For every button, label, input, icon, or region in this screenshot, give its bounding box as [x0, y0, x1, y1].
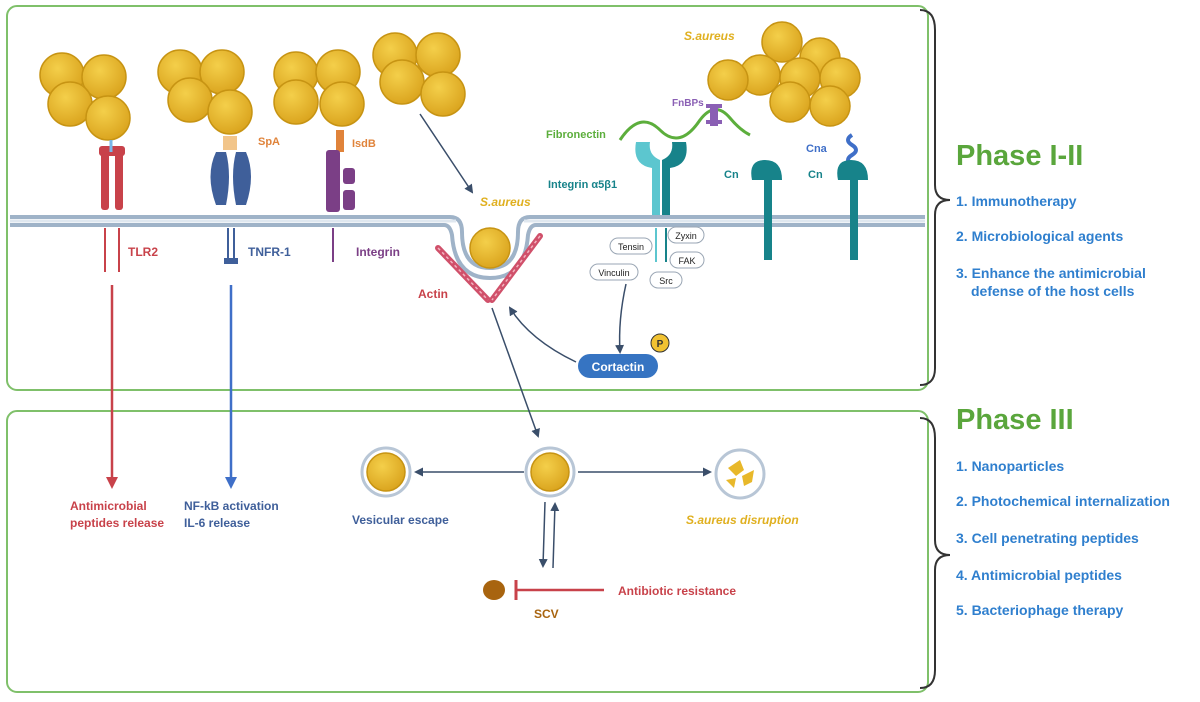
- label-saureus-mid: S.aureus: [480, 195, 531, 209]
- phase-3-title: Phase III: [956, 404, 1074, 436]
- label-amp-line2: peptides release: [70, 516, 164, 530]
- cn-receptor-left: [751, 160, 782, 260]
- label-disruption: S.aureus disruption: [686, 513, 799, 527]
- label-vinculin: Vinculin: [598, 268, 629, 278]
- label-fibronectin: Fibronectin: [546, 129, 606, 141]
- label-integrin-a5b1: Integrin α5β1: [548, 179, 617, 191]
- label-tnfr1: TNFR-1: [248, 245, 291, 259]
- phase-1-2-item-2: 2. Microbiological agents: [956, 228, 1124, 244]
- arrow-to-saureus: [419, 113, 474, 194]
- label-nfkb-line2: IL-6 release: [184, 516, 250, 530]
- phase-3-item-2: 2. Photochemical internalization: [956, 493, 1170, 509]
- label-tlr2: TLR2: [128, 245, 158, 259]
- label-actin: Actin: [418, 287, 448, 301]
- scv-bacterium: [483, 580, 505, 600]
- phase-1-2-item-1: 1. Immunotherapy: [956, 193, 1077, 209]
- fibronectin: [618, 108, 751, 141]
- arrow-actin-to-vacuole: [491, 307, 540, 438]
- fnbps: [706, 104, 722, 126]
- integrin-receptor: [326, 130, 355, 262]
- arrow-scv-bidirectional: [538, 501, 560, 569]
- phase-3-item-4: 4. Antimicrobial peptides: [956, 567, 1122, 583]
- panel-phase-1-2: [6, 5, 929, 391]
- label-cna: Cna: [806, 143, 828, 155]
- vacuole-bacterium: [524, 446, 576, 498]
- label-src: Src: [659, 276, 673, 286]
- inhibition-bar: [514, 580, 604, 600]
- bacteria-cluster-integrin: [273, 49, 365, 127]
- phase-3-item-5: 5. Bacteriophage therapy: [956, 602, 1124, 618]
- tnfr1-receptor: [210, 136, 251, 264]
- label-integrin: Integrin: [356, 245, 400, 259]
- label-cn-left: Cn: [724, 169, 739, 181]
- label-spa: SpA: [258, 136, 280, 148]
- bacteria-cluster-free: [372, 32, 466, 117]
- cortactin-node: [578, 354, 658, 378]
- escaped-bacterium: [360, 446, 412, 498]
- phospho-circle: [650, 333, 670, 353]
- label-saureus-top: S.aureus: [684, 29, 735, 43]
- phase-1-2-item-3: 3. Enhance the antimicrobial: [956, 265, 1146, 281]
- label-antibiotic-resistance: Antibiotic resistance: [618, 584, 736, 598]
- integrin-a5b1: [635, 142, 687, 262]
- bacteria-cluster-tlr2: [39, 52, 131, 141]
- label-fnbps: FnBPs: [672, 98, 704, 109]
- phase-3-item-3: 3. Cell penetrating peptides: [956, 530, 1139, 546]
- label-fak: FAK: [678, 256, 695, 266]
- label-cn-right: Cn: [808, 169, 823, 181]
- cna-receptor: [837, 133, 868, 260]
- panel-phase-3: [6, 410, 929, 693]
- arrow-cortactin-to-actin: [508, 306, 577, 363]
- phase-1-2-item-3-cont: defense of the host cells: [971, 283, 1135, 299]
- brace-phase-1-2: [919, 9, 951, 386]
- label-phospho: P: [657, 339, 664, 350]
- tlr2-receptor: [99, 140, 125, 272]
- label-nfkb-line1: NF-kB activation: [184, 499, 279, 513]
- brace-phase-3: [919, 417, 951, 689]
- bacteria-cluster-right: [707, 21, 861, 127]
- internalized-bacterium: [469, 227, 511, 269]
- phase-3-item-1: 1. Nanoparticles: [956, 458, 1065, 474]
- label-isdb: IsdB: [352, 138, 376, 150]
- bacteria-cluster-tnfr: [157, 49, 253, 135]
- disrupted-bacterium: [714, 448, 766, 500]
- label-cortactin: Cortactin: [592, 360, 645, 374]
- label-amp-line1: Antimicrobial: [70, 499, 147, 513]
- arrow-adaptors-to-cortactin: [615, 283, 627, 354]
- label-tensin: Tensin: [618, 242, 644, 252]
- label-vesicular-escape: Vesicular escape: [352, 513, 449, 527]
- phase-1-2-title: Phase I-II: [956, 140, 1084, 172]
- adaptor-proteins: [589, 226, 705, 289]
- label-zyxin: Zyxin: [675, 231, 697, 241]
- label-scv: SCV: [534, 607, 559, 621]
